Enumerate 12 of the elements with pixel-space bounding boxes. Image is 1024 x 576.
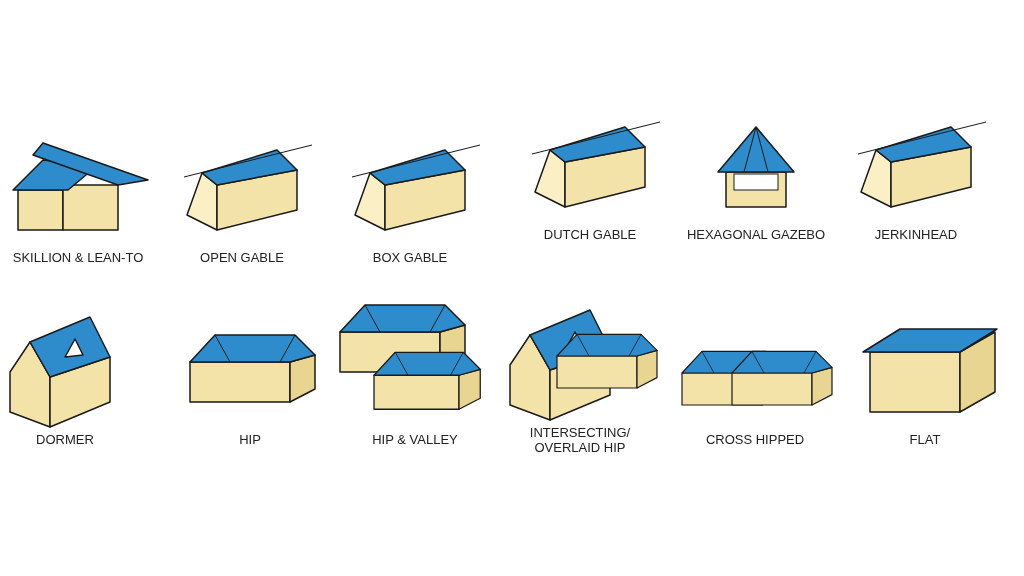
roof-type-caption: BOX GABLE — [371, 250, 449, 265]
roof-type-caption: SKILLION & LEAN-TO — [11, 250, 145, 265]
roof-type-caption: FLAT — [908, 432, 942, 447]
roof-type-caption: DORMER — [35, 432, 95, 447]
roof-type-caption: CROSS HIPPED — [704, 432, 806, 447]
roof-type-caption: DUTCH GABLE — [542, 227, 638, 242]
roof-type-caption: INTERSECTING/ OVERLAID HIP — [528, 425, 632, 455]
roof-type-caption: JERKINHEAD — [873, 227, 959, 242]
roof-type-caption: HIP — [238, 432, 262, 447]
roof-type-caption: OPEN GABLE — [199, 250, 285, 265]
roof-type-caption: HEXAGONAL GAZEBO — [685, 227, 827, 242]
roof-type-caption: HIP & VALLEY — [371, 432, 459, 447]
